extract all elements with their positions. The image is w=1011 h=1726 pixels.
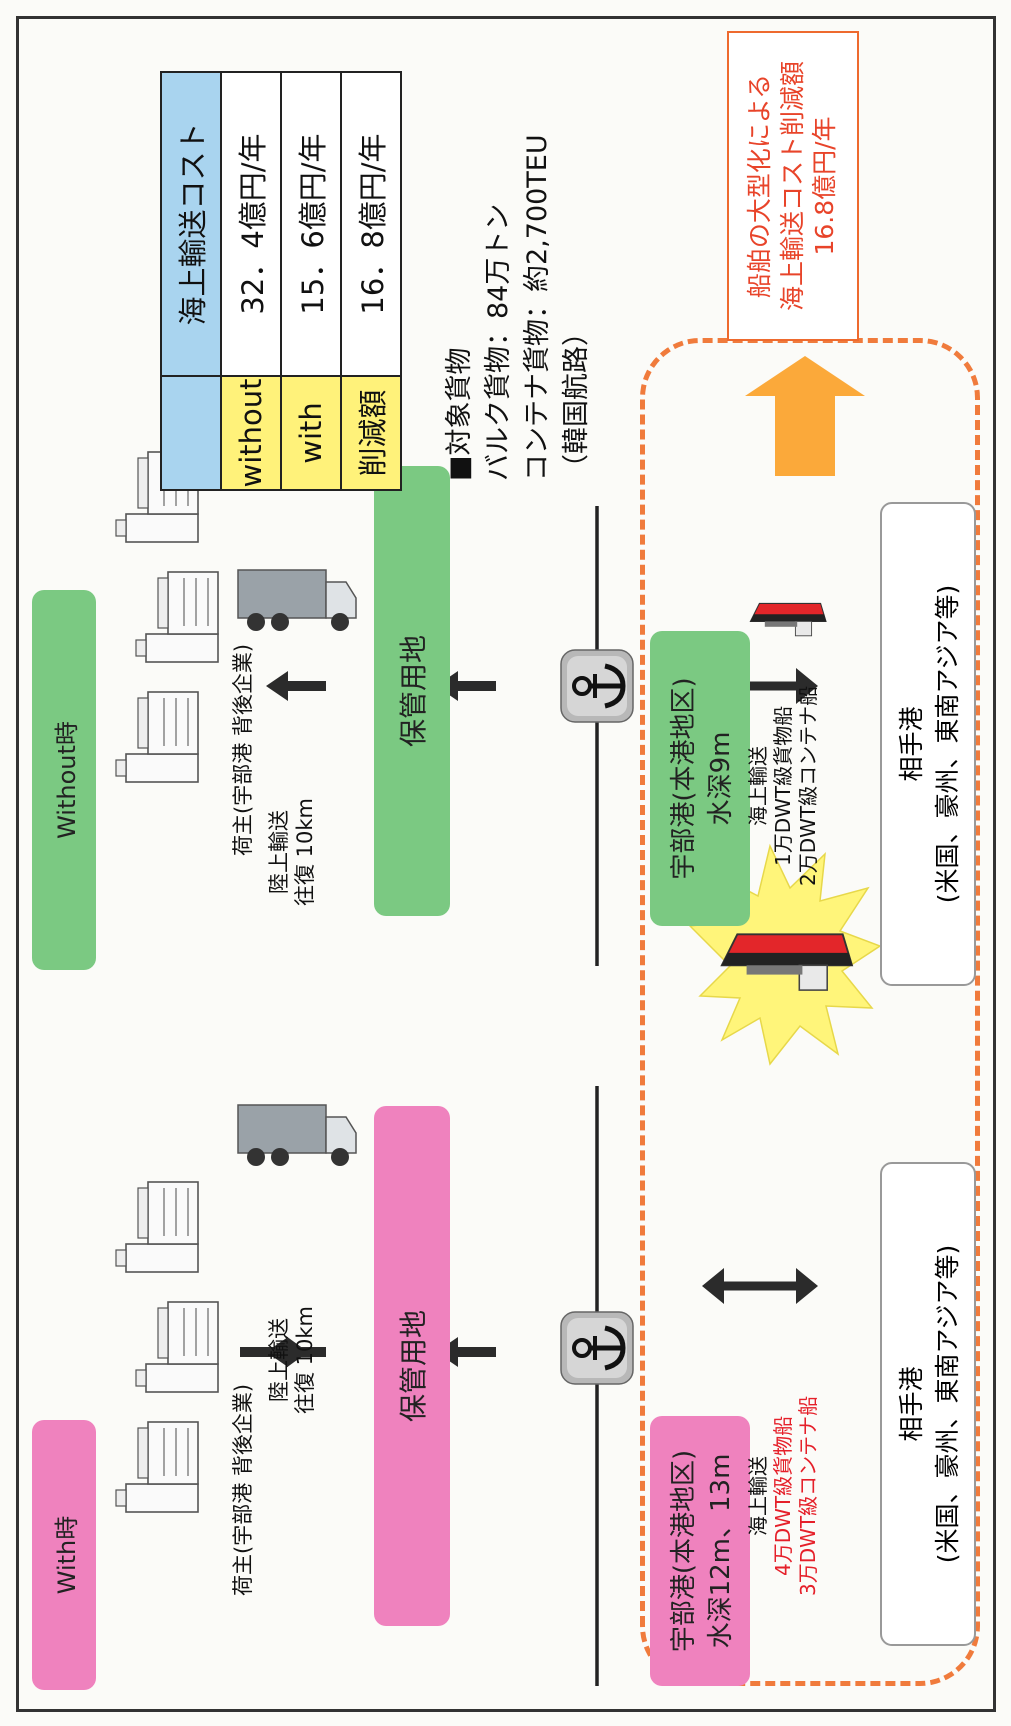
factory-icon <box>115 1181 199 1273</box>
result-line-3: 16.8億円/年 <box>810 116 840 256</box>
result-note: 船舶の大型化による 海上輸送コスト削減額 16.8億円/年 <box>727 31 859 341</box>
cargo-title: ■対象貨物 <box>444 347 475 481</box>
arrow-icon <box>745 356 865 476</box>
ship-icon <box>749 602 827 637</box>
with-land-transport: 陸上輸送 往復 10km <box>266 1306 319 1414</box>
container-ship-label: 2万DWT級コンテナ船 <box>796 685 820 886</box>
without-land-transport: 陸上輸送 往復 10km <box>266 798 319 906</box>
container-ship-label: 3万DWT級コンテナ船 <box>796 1395 820 1596</box>
result-line-1: 船舶の大型化による <box>745 73 775 299</box>
without-port-box: 宇部港(本港地区) 水深9m <box>650 631 750 926</box>
cargo-bulk: バルク貨物：84万トン <box>483 203 515 481</box>
land-distance-label: 往復 10km <box>293 1305 318 1414</box>
cost-row-label: with <box>281 376 341 490</box>
arrow-icon <box>266 671 326 701</box>
ship-icon <box>720 933 854 991</box>
arrow-icon <box>702 1268 818 1304</box>
cargo-container: コンテナ貨物：約2,700TEU <box>522 134 554 481</box>
arrow-icon <box>266 1337 326 1367</box>
result-line-2: 海上輸送コスト削減額 <box>777 61 807 312</box>
anchor-icon <box>561 650 633 722</box>
truck-icon <box>237 1104 357 1167</box>
target-cargo: ■対象貨物 バルク貨物：84万トン コンテナ貨物：約2,700TEU （韓国航路… <box>440 134 597 481</box>
cost-row-label: without <box>221 376 281 490</box>
with-sea-transport-labels: 海上輸送 4万DWT級貨物船 3万DWT級コンテナ船 <box>746 1396 821 1596</box>
port-depth: 水深9m <box>706 731 736 826</box>
cost-row-value: 15．6億円/年 <box>281 72 341 376</box>
land-distance-label: 往復 10km <box>293 797 318 906</box>
land-transport-label: 陸上輸送 <box>267 810 291 894</box>
with-shipper-label: 荷主(宇部港 背後企業) <box>231 1383 255 1596</box>
anchor-icon <box>561 1312 633 1384</box>
factory-icon <box>135 571 219 663</box>
port-name: 宇部港(本港地区) <box>669 1449 699 1653</box>
cargo-ship-label: 4万DWT級貨物船 <box>771 1415 795 1576</box>
factory-icon <box>135 1301 219 1393</box>
cost-row-label: 削減額 <box>341 376 401 490</box>
truck-icon <box>237 569 357 632</box>
factory-icon <box>115 691 199 783</box>
with-header: With時 <box>32 1420 96 1690</box>
partner-detail-label: (米国、豪州、東南アジア等) <box>933 584 962 904</box>
with-storage-box: 保管用地 <box>374 1106 450 1626</box>
cost-table-corner <box>161 376 221 490</box>
cargo-route: （韓国航路） <box>561 319 593 481</box>
without-shipper-label: 荷主(宇部港 背後企業) <box>231 643 255 856</box>
cost-row-value: 32．4億円/年 <box>221 72 281 376</box>
without-sea-transport-labels: 海上輸送 1万DWT級貨物船 2万DWT級コンテナ船 <box>746 686 821 886</box>
port-depth: 水深12m、13m <box>706 1453 736 1649</box>
with-partner-port-box: 相手港 (米国、豪州、東南アジア等) <box>880 1162 976 1646</box>
without-partner-port-box: 相手港 (米国、豪州、東南アジア等) <box>880 502 976 986</box>
cargo-ship-label: 1万DWT級貨物船 <box>771 705 795 866</box>
partner-port-label: 相手港 <box>897 706 926 782</box>
cost-table: 海上輸送コスト without 32．4億円/年 with 15．6億円/年 削… <box>160 71 402 491</box>
partner-detail-label: (米国、豪州、東南アジア等) <box>933 1244 962 1564</box>
without-storage-box: 保管用地 <box>374 466 450 916</box>
factory-icon <box>115 1421 199 1513</box>
cost-table-header: 海上輸送コスト <box>161 72 221 376</box>
partner-port-label: 相手港 <box>897 1366 926 1442</box>
sea-transport-label: 海上輸送 <box>746 745 770 826</box>
land-transport-label: 陸上輸送 <box>267 1318 291 1402</box>
cost-row-value: 16．8億円/年 <box>341 72 401 376</box>
without-header: Without時 <box>32 590 96 970</box>
with-port-box: 宇部港(本港地区) 水深12m、13m <box>650 1416 750 1686</box>
port-name: 宇部港(本港地区) <box>669 677 699 880</box>
sea-transport-label: 海上輸送 <box>746 1455 770 1536</box>
